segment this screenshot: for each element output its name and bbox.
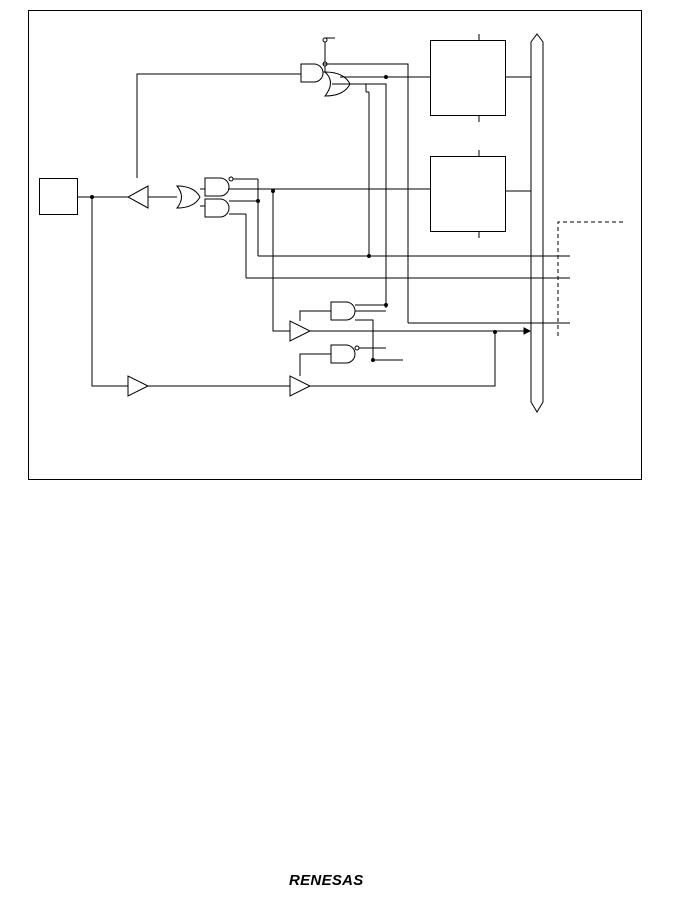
and-gate-top xyxy=(300,63,324,83)
and-gate-middle-lower xyxy=(204,198,230,218)
junction-dots xyxy=(90,75,497,362)
internal-bus xyxy=(530,33,544,413)
nand-gate-right-lower xyxy=(330,344,356,364)
inversion-bubble-top xyxy=(322,37,328,43)
renesas-logo: RENESAS xyxy=(289,872,364,889)
register-block-lower xyxy=(430,156,506,232)
bus-input-arrow xyxy=(523,327,532,335)
buffer-left xyxy=(126,185,149,209)
nand-gate-middle-upper xyxy=(204,177,230,197)
pin-block xyxy=(39,178,78,215)
or-gate-middle xyxy=(175,185,201,209)
buffer-bottom-left xyxy=(127,375,150,397)
renesas-logo-text: RENESAS xyxy=(289,872,364,889)
dashed-boundary xyxy=(557,221,624,336)
and-gate-right-upper xyxy=(330,301,356,321)
register-block-upper xyxy=(430,40,506,116)
buffer-middle-right xyxy=(289,320,312,342)
diagram-frame xyxy=(28,10,642,480)
buffer-bottom-right xyxy=(289,375,312,397)
or-gate-top xyxy=(323,71,351,97)
